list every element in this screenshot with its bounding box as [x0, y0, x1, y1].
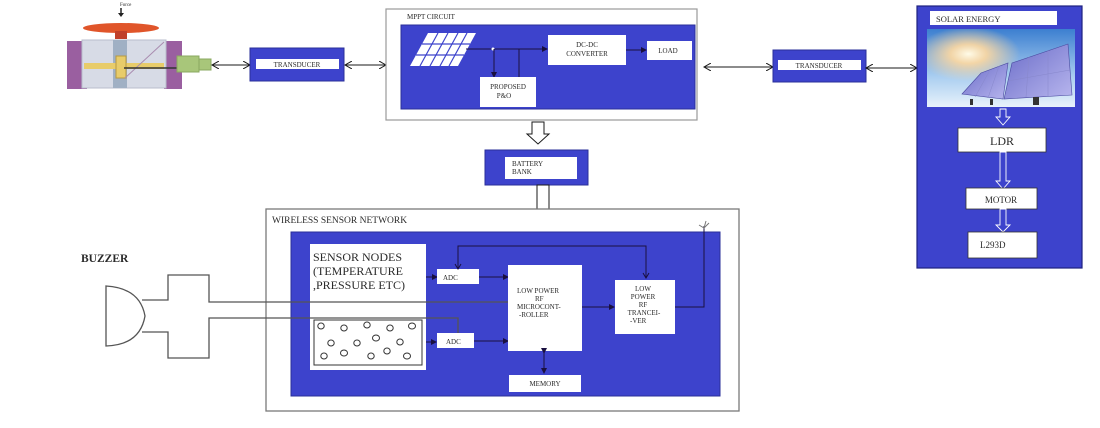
- load-block[interactable]: LOAD: [647, 41, 692, 60]
- bus-arrow-rf-icon: [642, 272, 650, 279]
- rf-label-line1: LOW: [635, 285, 651, 293]
- buzzer-block: BUZZER: [81, 253, 508, 359]
- transducer-left-box: [256, 59, 339, 69]
- mcu-label-line3: MICROCONT-: [517, 303, 561, 311]
- adc-bottom-block[interactable]: ADC: [437, 333, 474, 348]
- sensor-nodes-label-line3: ,PRESSURE ETC): [313, 278, 405, 292]
- dc-dc-converter-block[interactable]: DC-DC CONVERTER: [548, 35, 626, 65]
- transducer-right-box: [778, 60, 861, 70]
- rf-label-line5: -VER: [630, 317, 647, 325]
- converter-label-line1: DC-DC: [576, 41, 598, 49]
- link-rf-antenna: [675, 226, 705, 308]
- hollow-arrow-mppt-battery-icon: [525, 121, 551, 145]
- adc-top-box: [437, 269, 479, 284]
- wsn-block: WIRELESS SENSOR NETWORK SENSOR NODES (TE…: [265, 208, 740, 412]
- adc-bottom-label: ADC: [446, 338, 461, 346]
- ldr-block[interactable]: LDR: [957, 127, 1047, 153]
- solar-array-icon: [410, 32, 476, 67]
- bus-arrow-adc-icon: [454, 263, 462, 270]
- memory-block[interactable]: MEMORY: [509, 375, 581, 392]
- valve-connector: [176, 55, 200, 73]
- transducer-left-label: TRANSDUCER: [274, 61, 321, 69]
- solar-title: SOLAR ENERGY: [936, 14, 1000, 24]
- proposed-po-block[interactable]: PROPOSED P&O: [480, 77, 536, 107]
- valve-plug: [115, 55, 127, 79]
- load-label: LOAD: [658, 47, 677, 55]
- mppt-title: MPPT CIRCUIT: [407, 13, 456, 21]
- valve-connector-tip: [198, 58, 212, 71]
- load-box: [647, 41, 692, 60]
- mcu-label-line4: -ROLLER: [519, 311, 549, 319]
- mppt-circuit-block: MPPT CIRCUIT DC-DC CONVERTER LOAD: [385, 8, 698, 121]
- valve-diagonal: [124, 41, 165, 79]
- transducer-right-label: TRANSDUCER: [796, 62, 843, 70]
- buzzer-wire-top: [142, 274, 508, 303]
- valve-flange-right: [164, 41, 182, 89]
- rf-box: [615, 280, 675, 334]
- pressure-sensor-illustration: Force: [67, 3, 212, 89]
- ldr-label: LDR: [990, 134, 1014, 148]
- valve-stem: [115, 31, 127, 39]
- battery-box: [505, 157, 577, 179]
- converter-box: [548, 35, 626, 65]
- battery-label-line2: BANK: [512, 168, 532, 176]
- battery-label-line1: BATTERY: [512, 160, 543, 168]
- sensor-nodes-block[interactable]: SENSOR NODES (TEMPERATURE ,PRESSURE ETC): [310, 244, 426, 370]
- buzzer-label: BUZZER: [81, 253, 129, 265]
- force-arrowhead-icon: [118, 13, 124, 17]
- buzzer-wire-bottom: [142, 317, 459, 359]
- arrow-ldr-motor-icon: [995, 151, 1011, 190]
- arrow-photo-ldr-icon: [995, 108, 1011, 126]
- rf-transceiver-block[interactable]: LOW POWER RF TRANCEI- -VER: [615, 280, 675, 334]
- rf-label-line3: RF: [639, 301, 648, 309]
- battery-bank-block[interactable]: BATTERY BANK: [484, 149, 589, 186]
- mcu-box: [508, 265, 582, 351]
- adc-bottom-box: [437, 333, 474, 348]
- adc-top-label: ADC: [443, 274, 458, 282]
- buzzer-icon: [105, 285, 146, 347]
- memory-label: MEMORY: [529, 380, 560, 388]
- antenna-icon: [698, 220, 710, 229]
- adc-top-block[interactable]: ADC: [437, 269, 479, 284]
- po-box: [480, 77, 536, 107]
- wsn-title: WIRELESS SENSOR NETWORK: [272, 216, 407, 226]
- motor-label: MOTOR: [985, 195, 1017, 205]
- l293d-block[interactable]: L293D: [967, 231, 1038, 259]
- po-label-line1: PROPOSED: [490, 83, 526, 91]
- force-label: Force: [120, 3, 132, 8]
- l293d-box: [967, 231, 1038, 259]
- converter-label-line2: CONVERTER: [566, 50, 608, 58]
- po-label-line2: P&O: [497, 92, 511, 100]
- microcontroller-block[interactable]: LOW POWER RF MICROCONT- -ROLLER: [508, 265, 582, 351]
- valve-handle: [83, 23, 159, 33]
- solar-title-box: [930, 11, 1057, 25]
- motor-block[interactable]: MOTOR: [965, 187, 1038, 210]
- sensor-nodes-label-line1: SENSOR NODES: [313, 250, 402, 264]
- mcu-label-line1: LOW POWER: [517, 287, 559, 295]
- link-bus-top: [457, 245, 647, 278]
- l293d-label: L293D: [980, 240, 1006, 250]
- rf-label-line2: POWER: [631, 293, 656, 301]
- sensor-node-circles-icon: [317, 321, 416, 360]
- transducer-left-block[interactable]: TRANSDUCER: [249, 47, 345, 82]
- memory-box: [509, 375, 581, 392]
- mcu-label-line2: RF: [535, 295, 544, 303]
- arrow-motor-driver-icon: [994, 208, 1012, 233]
- solar-energy-block: SOLAR ENERGY LDR MOTOR: [916, 5, 1083, 269]
- solar-panels-photo: [927, 29, 1075, 107]
- transducer-right-block[interactable]: TRANSDUCER: [772, 49, 867, 83]
- rf-label-line4: TRANCEI-: [628, 309, 661, 317]
- sensor-nodes-label-line2: (TEMPERATURE: [313, 264, 403, 278]
